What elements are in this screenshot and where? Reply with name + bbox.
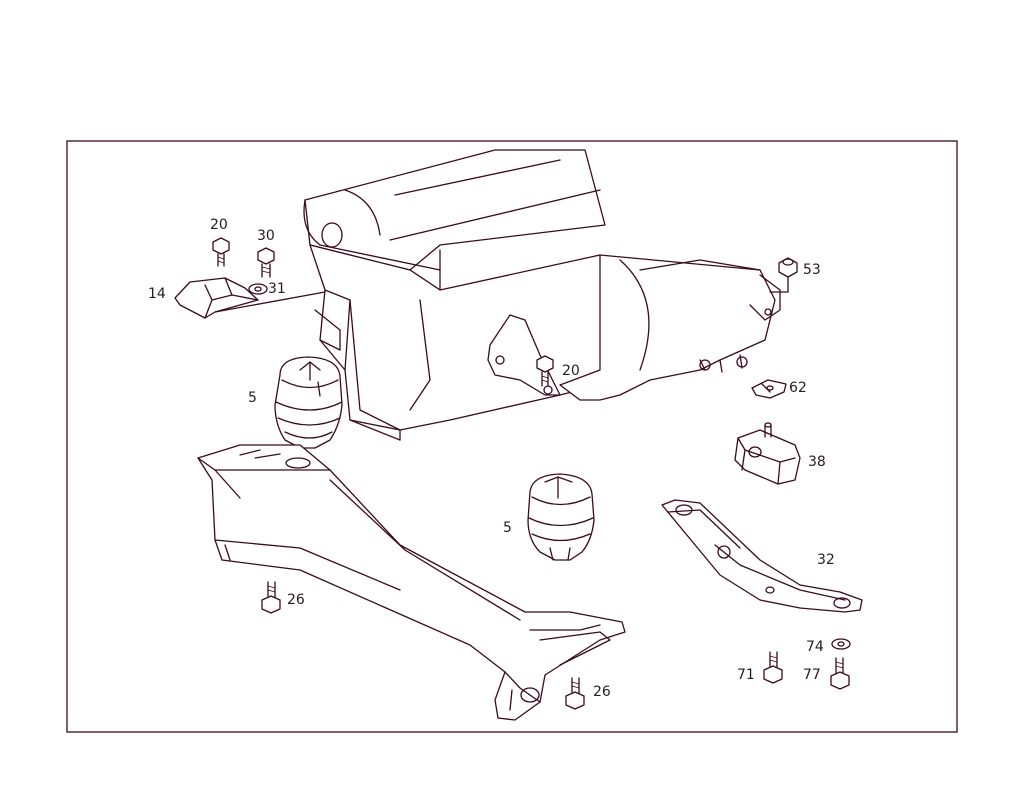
callout-5-right: 5 xyxy=(503,520,512,536)
rubber-mount-5-right xyxy=(527,473,595,561)
bolt-20-lower xyxy=(536,355,554,387)
callout-20-lower: 20 xyxy=(562,363,580,379)
callout-32: 32 xyxy=(817,552,835,568)
bolt-20-upper xyxy=(212,237,230,267)
callout-77: 77 xyxy=(803,667,821,683)
bolt-71 xyxy=(763,651,783,684)
nut-53 xyxy=(769,257,798,293)
bolt-26-left xyxy=(261,581,281,614)
callout-20-upper: 20 xyxy=(210,217,228,233)
bolt-77 xyxy=(830,657,850,690)
front-crossmember xyxy=(197,444,626,721)
bolt-30 xyxy=(257,247,275,278)
transmission-mount-38 xyxy=(734,422,801,485)
callout-14: 14 xyxy=(148,286,166,302)
engine-block xyxy=(303,149,781,441)
callout-30: 30 xyxy=(257,228,275,244)
rubber-mount-5-left xyxy=(274,356,343,449)
callout-71: 71 xyxy=(737,667,755,683)
callout-26-right: 26 xyxy=(593,684,611,700)
diagram-border xyxy=(66,140,958,733)
callout-74: 74 xyxy=(806,639,824,655)
callout-38: 38 xyxy=(808,454,826,470)
transmission-crossmember-32 xyxy=(661,499,863,613)
callout-26-left: 26 xyxy=(287,592,305,608)
callout-53: 53 xyxy=(803,262,821,278)
washer-74 xyxy=(831,638,851,650)
callout-5-left: 5 xyxy=(248,390,257,406)
washer-31 xyxy=(248,283,268,295)
callout-31: 31 xyxy=(268,281,286,297)
clip-62 xyxy=(751,379,787,399)
bolt-26-right xyxy=(565,677,585,710)
engine-mount-bracket-14 xyxy=(174,277,326,319)
callout-62: 62 xyxy=(789,380,807,396)
